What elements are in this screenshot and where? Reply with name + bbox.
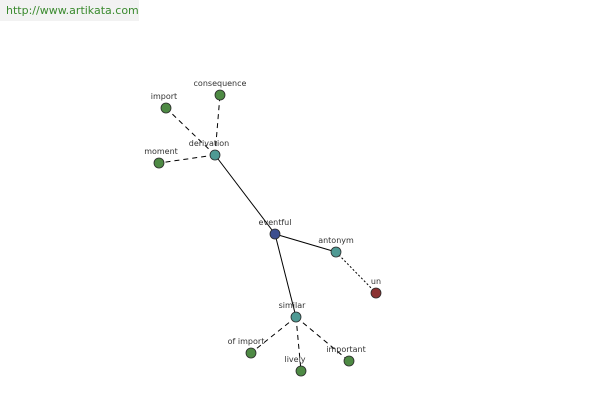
node-dot-eventful[interactable] (269, 228, 281, 240)
node-label-derivation[interactable]: derivation (189, 139, 229, 148)
node-label-of-import[interactable]: of import (228, 337, 265, 346)
edge-eventful-similar (274, 233, 297, 318)
node-consequence[interactable]: consequence (194, 79, 247, 101)
node-dot-moment[interactable] (153, 157, 165, 169)
node-label-import[interactable]: import (151, 92, 177, 101)
edge-derivation-import (165, 107, 216, 156)
node-un[interactable]: un (370, 277, 382, 299)
node-label-important[interactable]: important (326, 345, 366, 354)
site-url-link[interactable]: http://www.artikata.com (6, 4, 139, 17)
edges-layer (158, 94, 377, 372)
edge-antonym-un (335, 251, 377, 294)
node-similar[interactable]: similar (279, 301, 307, 323)
node-label-antonym[interactable]: antonym (318, 236, 354, 245)
node-dot-lively[interactable] (295, 365, 307, 377)
node-label-moment[interactable]: moment (144, 147, 178, 156)
node-dot-consequence[interactable] (214, 89, 226, 101)
node-derivation[interactable]: derivation (189, 139, 229, 161)
node-antonym[interactable]: antonym (318, 236, 354, 258)
node-eventful[interactable]: eventful (259, 218, 292, 240)
edge-similar-important (295, 316, 350, 362)
node-label-similar[interactable]: similar (279, 301, 307, 310)
node-label-consequence[interactable]: consequence (194, 79, 247, 88)
node-of-import[interactable]: of import (228, 337, 265, 359)
nodes-layer: eventful derivation antonym similar import co… (144, 79, 382, 377)
node-label-lively[interactable]: lively (284, 355, 305, 364)
node-dot-important[interactable] (343, 355, 355, 367)
node-moment[interactable]: moment (144, 147, 178, 169)
node-lively[interactable]: lively (284, 355, 307, 377)
node-dot-un[interactable] (370, 287, 382, 299)
node-dot-of-import[interactable] (245, 347, 257, 359)
node-dot-import[interactable] (160, 102, 172, 114)
edge-similar-of-import (250, 316, 297, 354)
edge-eventful-antonym (274, 233, 337, 253)
edge-eventful-derivation (214, 154, 276, 235)
node-dot-derivation[interactable] (209, 149, 221, 161)
node-important[interactable]: important (326, 345, 366, 367)
node-label-eventful[interactable]: eventful (259, 218, 292, 227)
node-import[interactable]: import (151, 92, 177, 114)
node-dot-similar[interactable] (290, 311, 302, 323)
edge-derivation-consequence (214, 94, 221, 156)
edge-derivation-moment (158, 154, 216, 164)
edge-similar-lively (295, 316, 302, 372)
site-banner: http://www.artikata.com (0, 0, 139, 21)
node-dot-antonym[interactable] (330, 246, 342, 258)
node-label-un[interactable]: un (371, 277, 381, 286)
